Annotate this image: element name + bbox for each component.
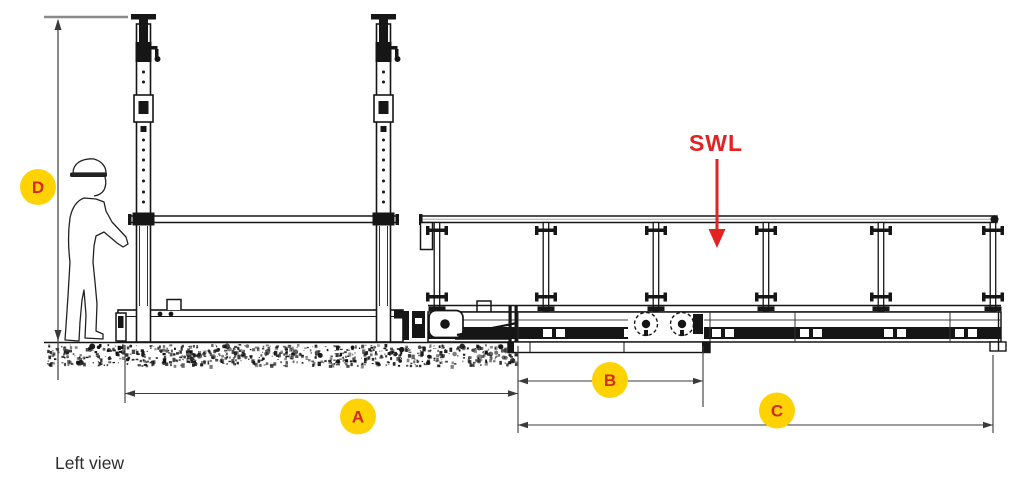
dimension-badge-a: A (340, 398, 376, 435)
svg-text:A: A (352, 408, 364, 427)
extension-posts (426, 221, 1004, 312)
svg-text:B: B (604, 371, 616, 390)
transfer-mechanism (403, 309, 518, 340)
worker-face (93, 176, 107, 197)
base-platform (115, 298, 492, 343)
deck-stop-block-right (476, 300, 492, 312)
view-caption: Left view (55, 453, 124, 473)
dimension-line-d (44, 15, 128, 380)
dimension-lines (124, 345, 994, 433)
deck-stop-block-left (166, 298, 182, 310)
dimension-line-c (518, 421, 993, 429)
mast-top-cap (131, 14, 156, 20)
dimension-badges: D A B C (20, 169, 795, 435)
mast-right (371, 14, 401, 343)
carriage-beam (507, 341, 711, 354)
worker-hardhat (72, 158, 107, 174)
mast-left (131, 14, 161, 343)
mast-top-cap (371, 14, 396, 20)
worker-body (64, 197, 129, 342)
base-guardrail (128, 212, 399, 226)
carriage-wheels (628, 311, 704, 339)
dimension-badge-d: D (20, 169, 56, 205)
dimension-line-a (125, 390, 518, 397)
extension-platform (419, 214, 1007, 354)
ground-hatch (44, 341, 519, 369)
dimension-badge-c: C (759, 392, 795, 429)
mast-winch (375, 42, 392, 62)
swl-label: SWL (689, 130, 743, 156)
svg-text:C: C (771, 402, 783, 421)
mast-winch (135, 42, 152, 62)
worker-figure (64, 158, 129, 342)
swl-arrow-head (708, 229, 726, 248)
svg-text:D: D (32, 178, 44, 197)
dimension-badge-b: B (592, 362, 628, 398)
swl-annotation: SWL (689, 130, 743, 248)
